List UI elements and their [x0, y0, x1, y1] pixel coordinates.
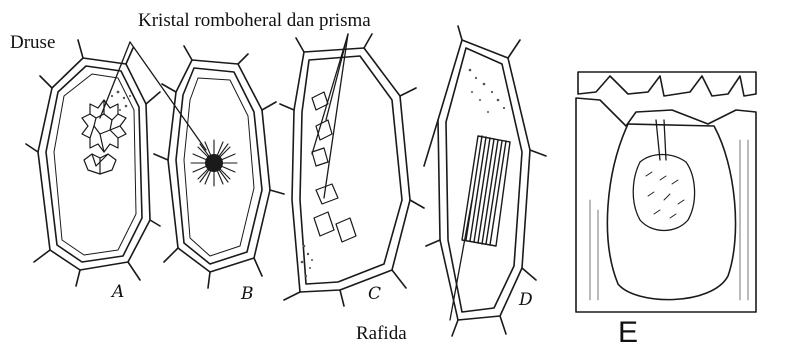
druse-crystal — [82, 100, 126, 174]
cell-b — [154, 46, 284, 288]
cell-c-granules — [301, 245, 313, 277]
cell-letter-b: B — [241, 286, 254, 303]
cell-a-wall-inner — [46, 66, 142, 262]
lithocyst — [607, 124, 735, 300]
epidermis-cells — [578, 72, 756, 96]
cell-e — [576, 72, 756, 312]
cell-e-outline — [576, 98, 756, 312]
label-kristal: Kristal romboheral dan prisma — [138, 11, 371, 30]
label-rafida: Rafida — [356, 324, 407, 343]
cell-a-granules — [111, 91, 131, 111]
acicular-crystal — [191, 140, 237, 186]
cell-d-granules — [469, 69, 505, 113]
cell-a — [26, 40, 160, 286]
raphide-bundle — [462, 136, 510, 246]
cell-letter-a: A — [112, 284, 124, 301]
cystolith-texture — [646, 172, 684, 218]
leader-lines — [100, 34, 472, 320]
cystolith-body — [633, 155, 694, 231]
prism-crystals — [312, 92, 356, 242]
cell-letter-d: D — [519, 292, 533, 309]
cell-c-wall-inner — [300, 56, 402, 284]
cell-c — [280, 34, 424, 306]
cell-letter-c: C — [368, 286, 381, 303]
label-druse: Druse — [10, 33, 55, 52]
cell-letter-e: E — [618, 318, 638, 348]
cell-c-wall-outer — [292, 48, 410, 292]
